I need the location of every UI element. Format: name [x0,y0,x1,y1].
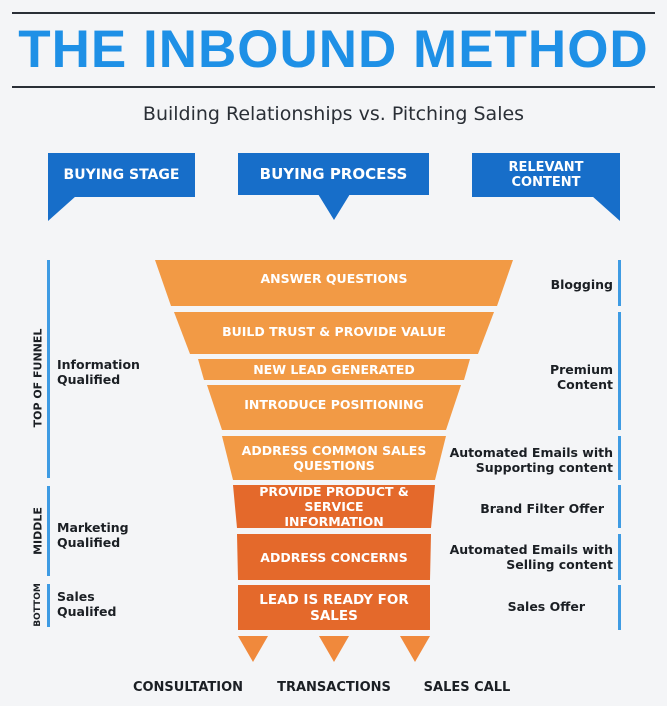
top-rule [12,12,655,14]
funnel-step-answer-questions: ANSWER QUESTIONS [171,260,497,296]
funnel-step-label: BUILD TRUST & PROVIDE VALUE [222,323,446,339]
content-line: Automated Emails with [449,445,613,460]
funnel-step-shape [198,359,470,380]
content-line: Blogging [550,277,613,292]
buying-process-pointer [318,194,350,220]
content-bar-premium [618,312,621,430]
content-line: Selling content [506,557,613,572]
funnel-step-label: PROVIDE PRODUCT & SERVICE [259,484,409,514]
content-line: Supporting content [475,460,613,475]
funnel-step-build-trust: BUILD TRUST & PROVIDE VALUE [190,312,478,350]
buying-process-header: BUYING PROCESS [238,153,429,195]
relevant-content-header: RELEVANT CONTENT [472,153,620,197]
stage-line: Qualifed [57,604,117,619]
funnel-step-label: INTRODUCE POSITIONING [244,396,424,412]
content-line: Automated Emails with [449,542,613,557]
buying-stage-label: BUYING STAGE [63,167,180,183]
funnel-step-label: INFORMATION [284,514,384,529]
content-bar-auto-support [618,436,621,480]
funnel-step-shape [155,260,513,306]
content-brand-filter: Brand Filter Offer [480,501,604,516]
funnel-step-shape [237,534,431,580]
stage-information-qualified: Information Qualified [57,357,140,387]
content-line: Sales Offer [507,599,585,614]
funnel-output-arrow [400,636,430,662]
content-line: Content [557,377,613,392]
page-title: THE INBOUND METHOD [18,20,649,79]
funnel-step-shape [174,312,494,354]
content-automated-supporting: Automated Emails with Supporting content [450,445,613,475]
funnel-output-arrow [319,636,349,662]
content-blogging: Blogging [551,277,613,292]
stage-marketing-qualified: Marketing Qualified [57,520,129,550]
stage-line: Qualified [57,372,121,387]
content-automated-selling: Automated Emails with Selling content [450,542,613,572]
funnel-step-shape [207,385,461,430]
stage-sales-qualified: Sales Qualifed [57,589,116,619]
stage-line: Marketing [57,520,129,535]
funnel-step-label: ANSWER QUESTIONS [260,270,408,286]
content-bar-auto-selling [618,534,621,580]
funnel-step-introduce-positioning: INTRODUCE POSITIONING [222,385,446,423]
content-bar-sales-offer [618,585,621,630]
buying-stage-header: BUYING STAGE [48,153,195,197]
outcome-sales-call: SALES CALL [423,680,511,695]
title-rule [12,86,655,88]
funnel-step-label: NEW LEAD GENERATED [253,362,415,377]
outcome-transactions: TRANSACTIONS [277,680,391,695]
content-line: Premium [549,362,613,377]
content-line: Brand Filter Offer [480,501,604,516]
funnel-step-provide-information: PROVIDE PRODUCT & SERVICE INFORMATION [233,484,435,529]
funnel-step-label: QUESTIONS [293,458,375,473]
funnel-step-shape [238,585,430,630]
funnel-step-lead-ready: LEAD IS READY FOR SALES [238,585,430,630]
outcome-consultation: CONSULTATION [132,680,244,695]
middle-funnel-bar [47,486,50,576]
page-subtitle: Building Relationships vs. Pitching Sale… [142,103,525,125]
funnel-step-label: LEAD IS READY FOR [259,591,409,608]
top-funnel-bar [47,260,50,478]
relevant-content-label: RELEVANT CONTENT [508,160,584,190]
content-bar-brand-filter [618,485,621,528]
bottom-funnel-bar [47,584,50,627]
stage-line: Sales [57,589,95,604]
funnel-step-new-lead: NEW LEAD GENERATED [204,359,464,380]
funnel-step-shape [222,436,446,480]
content-premium: Premium Content [550,362,613,392]
relevant-content-pointer [592,196,620,221]
funnel-step-address-concerns: ADDRESS CONCERNS [238,534,430,580]
buying-stage-pointer [48,196,76,221]
funnel-step-label: ADDRESS CONCERNS [260,549,408,565]
funnel-output-arrow [238,636,268,662]
buying-process-label: BUYING PROCESS [259,165,408,183]
funnel-step-label: SALES [310,607,358,624]
stage-line: Qualified [57,535,121,550]
content-sales-offer: Sales Offer [508,599,585,614]
funnel-step-address-common-questions: ADDRESS COMMON SALES QUESTIONS [233,436,435,480]
funnel-step-shape [233,485,435,528]
content-bar-blogging [618,260,621,306]
funnel-step-label: ADDRESS COMMON SALES [241,443,427,458]
stage-line: Information [57,357,140,372]
